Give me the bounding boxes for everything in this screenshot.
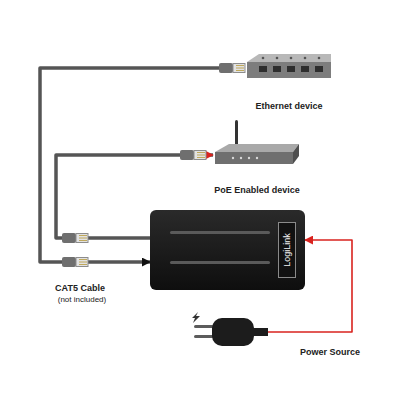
brand-box: LogiLink: [278, 222, 296, 278]
switch-top: [247, 54, 331, 62]
lightning-symbol: [192, 312, 200, 323]
power-plug: Power Source: [190, 312, 268, 348]
switch-port: [259, 66, 267, 72]
router-led: [232, 157, 234, 159]
plug-prong: [194, 335, 214, 338]
switch-port: [315, 66, 323, 72]
plug-cord: [252, 328, 268, 336]
rj45-plug: [62, 233, 88, 243]
router-side: [293, 144, 299, 164]
switch-front: [247, 62, 331, 78]
rj45-plug: [180, 150, 206, 160]
switch-led: [290, 57, 293, 60]
injector-slot: [170, 261, 270, 264]
router-front: [215, 152, 293, 164]
plug-prong: [194, 325, 214, 328]
cable-label: (not included): [58, 296, 106, 305]
device-label: Ethernet device: [255, 102, 322, 112]
router-led: [248, 157, 250, 159]
ethernet-device-icon: [245, 48, 333, 86]
router-top: [215, 144, 299, 152]
poe-device: PoE Enabled device: [213, 118, 301, 168]
switch-led: [262, 57, 265, 60]
switch-port: [273, 66, 281, 72]
switch-port: [287, 66, 295, 72]
router-antenna: [235, 120, 238, 146]
injector-slot: [170, 231, 270, 234]
switch-port: [301, 66, 309, 72]
rj45-plug: [219, 63, 245, 73]
router-led: [256, 157, 258, 159]
router-led: [240, 157, 242, 159]
device-label: Power Source: [300, 348, 360, 358]
poe-injector: LogiLink: [150, 210, 305, 290]
device-label: PoE Enabled device: [214, 186, 300, 196]
switch-led: [318, 57, 321, 60]
brand-name: LogiLink: [283, 233, 292, 267]
poe-device-icon: [213, 118, 301, 168]
power-plug-icon: [190, 312, 268, 348]
plug-body: [212, 318, 254, 346]
cable-label: CAT5 Cable: [55, 284, 105, 294]
switch-led: [276, 57, 279, 60]
switch-led: [304, 57, 307, 60]
ethernet-device: Ethernet device: [245, 48, 333, 86]
rj45-plug: [62, 257, 88, 267]
